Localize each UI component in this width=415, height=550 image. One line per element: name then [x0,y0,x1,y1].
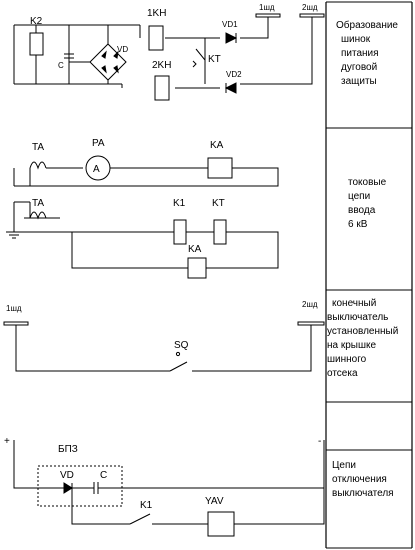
ka-lower-coil [187,257,207,279]
vd-bridge-label: VD [117,45,128,54]
ta-upper-label: TA [32,142,44,153]
ka-upper-label: KA [210,140,224,151]
bridge-diode-2 [113,50,119,59]
k1-mid-coil [173,219,187,245]
ammeter-symbol: A [93,164,100,175]
diode-vd-bot [63,482,73,494]
ka-lower-label: KA [188,244,202,255]
section-limit-switch: 1шд 2шд SQ [3,300,325,372]
sq-label: SQ [174,340,189,351]
section4-line2: отключения [332,474,387,485]
section4-line1: Цепи [332,460,356,471]
bridge-diode-3 [101,65,107,74]
section1-line4: дуговой [341,62,377,73]
sq-pin [175,351,181,357]
sq-switch-blade [169,361,188,372]
k2-label: K2 [30,16,43,27]
bus-2shd-top [299,13,325,18]
c-bot-label: C [100,470,107,481]
yav-coil [207,511,235,537]
diode-vd1-label: VD1 [222,20,238,29]
section2-line1: токовые [348,177,387,188]
coil-2kn-label: 2KH [152,60,171,71]
ta-upper-coil [29,161,47,170]
bus-2shd-sq [297,321,325,326]
ka-upper-coil [207,157,233,179]
section1-line2: шинок [341,34,371,45]
kt-mid-label: KT [212,198,225,209]
section3-line5: шинного [327,354,367,365]
k1-bot-label: K1 [140,500,153,511]
section2-line3: ввода [348,205,376,216]
section-arc-protection: 1шд 2шд K2 C VD 1KH [13,3,325,101]
k2-coil [29,32,44,56]
wire-mid-loop [71,231,279,269]
wire-to-k1-contact [71,493,130,525]
k1-mid-label: K1 [173,198,186,209]
bus-1shd-sq-label: 1шд [6,304,22,313]
bridge-diode-4 [113,65,119,74]
section-current-circuits: TA A PA KA TA K1 KT KA [6,138,279,279]
kt-mid-coil [213,219,227,245]
yav-label: YAV [205,496,224,507]
bus-2shd-top-label: 2шд [302,3,318,12]
bus-1shd-top-label: 1шд [259,3,275,12]
section3-line4: на крышке [327,340,376,351]
side-panel: Образование шинок питания дуговой защиты… [325,1,413,549]
coil-2kn [154,75,170,101]
kt-contact-blade [195,48,206,70]
section3-line2: выключатель [327,312,388,323]
section1-line1: Образование [336,19,398,31]
section3-line3: установленный [327,326,398,337]
section1-line3: питания [341,48,379,59]
bus-2shd-sq-label: 2шд [302,300,318,309]
wire-ka-return [30,167,279,187]
minus-terminal: - [318,436,321,447]
section3-line1: конечный [332,298,376,309]
coil-1kn-label: 1KH [147,8,166,19]
plus-terminal: + [4,436,10,447]
section2-line2: цепи [348,191,370,202]
bridge-diode-1 [101,50,107,59]
coil-1kn [148,25,164,51]
ta-lower-label: TA [32,198,44,209]
section1-line5: защиты [341,76,377,87]
capacitor-c-label: C [58,61,64,70]
wire-bus1-vd1 [240,17,269,39]
pa-label: PA [92,138,105,149]
section2-line4: 6 кВ [348,219,368,230]
wire-minus-down [234,440,325,525]
section4-line3: выключателя [332,488,394,499]
diode-vd1 [225,32,238,44]
ta-lower-coil [29,211,47,220]
section-trip-circuit: + - БПЗ VD C K1 YAV [4,436,325,537]
bus-1shd-top [255,13,281,18]
wire-bus2-vd2 [240,17,313,85]
bpz-block [37,465,123,507]
vd-bot-label: VD [60,470,74,481]
bus-1shd-sq [3,321,29,326]
kt-top-label: KT [208,54,221,65]
wire-sq-left [15,325,170,372]
section3-line6: отсека [327,368,358,379]
diode-vd2 [224,82,237,94]
wire-sq-right [192,325,312,372]
diode-vd2-label: VD2 [226,70,242,79]
kt-contact-hook [192,60,197,68]
wire-plus-down [13,440,64,489]
k1-contact-blade [129,513,151,525]
bpz-label: БПЗ [58,444,78,455]
